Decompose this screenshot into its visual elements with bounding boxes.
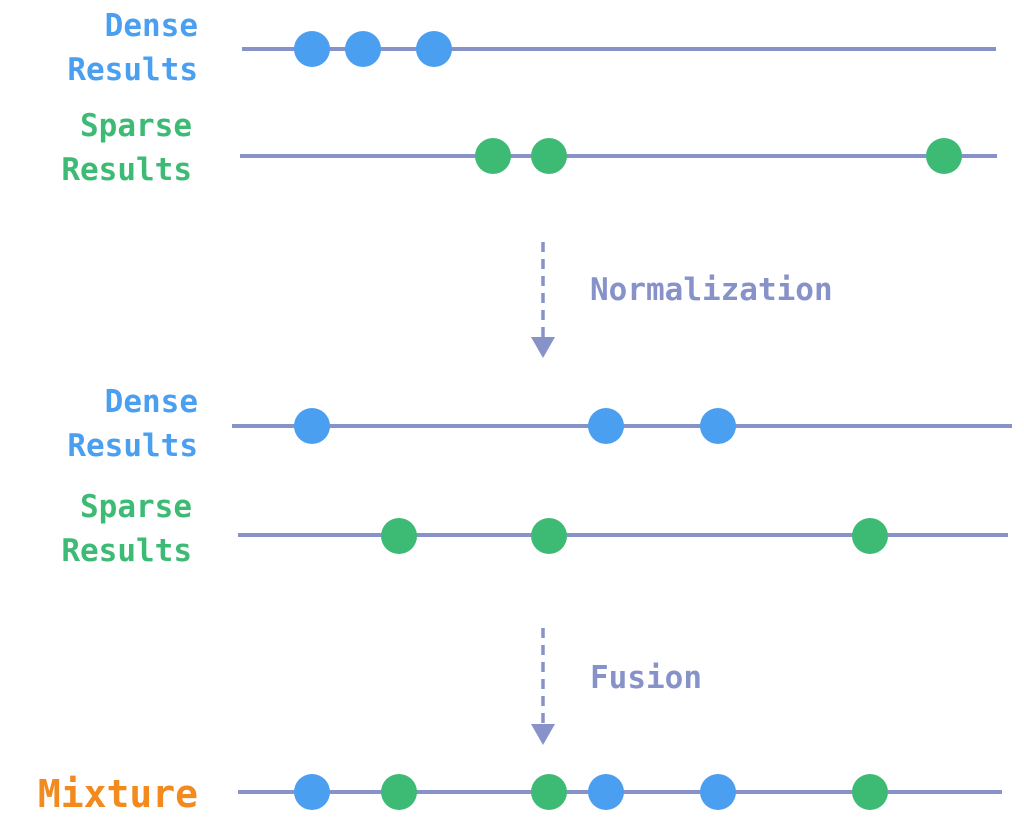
raw-dense-dot xyxy=(345,31,381,67)
mixture-dense-dot xyxy=(588,774,624,810)
normalized-sparse-label: Sparse Results xyxy=(61,485,192,573)
normalized-sparse-dot xyxy=(531,518,567,554)
raw-dense-label-line2: Results xyxy=(67,52,198,88)
fusion-arrow xyxy=(531,628,555,745)
raw-sparse-dot xyxy=(475,138,511,174)
normalized-sparse-dot xyxy=(852,518,888,554)
normalized-dense-label: Dense Results xyxy=(67,380,198,468)
mixture-sparse-dot xyxy=(531,774,567,810)
raw-dense-dot xyxy=(416,31,452,67)
normalization-step-label: Normalization xyxy=(590,272,833,308)
normalized-sparse-label-line1: Sparse xyxy=(80,489,192,525)
mixture-sparse-dot xyxy=(852,774,888,810)
fusion-step-label: Fusion xyxy=(590,660,702,696)
raw-sparse-label: Sparse Results xyxy=(61,104,192,192)
normalized-dense-dot xyxy=(294,408,330,444)
raw-sparse-dot xyxy=(531,138,567,174)
mixture-dense-dot xyxy=(294,774,330,810)
mixture-dense-dot xyxy=(700,774,736,810)
raw-dense-label: Dense Results xyxy=(67,4,198,92)
normalization-arrow xyxy=(531,242,555,358)
normalized-dense-label-line2: Results xyxy=(67,428,198,464)
normalized-dense-dot xyxy=(588,408,624,444)
normalized-dense-dot xyxy=(700,408,736,444)
raw-sparse-dot xyxy=(926,138,962,174)
raw-sparse-label-line2: Results xyxy=(61,152,192,188)
normalized-sparse-dot xyxy=(381,518,417,554)
raw-dense-label-line1: Dense xyxy=(104,8,198,44)
mixture-sparse-dot xyxy=(381,774,417,810)
normalized-dense-label-line1: Dense xyxy=(104,384,198,420)
raw-dense-dot xyxy=(294,31,330,67)
mixture-label: Mixture xyxy=(37,772,198,816)
raw-sparse-label-line1: Sparse xyxy=(80,108,192,144)
normalized-sparse-label-line2: Results xyxy=(61,533,192,569)
